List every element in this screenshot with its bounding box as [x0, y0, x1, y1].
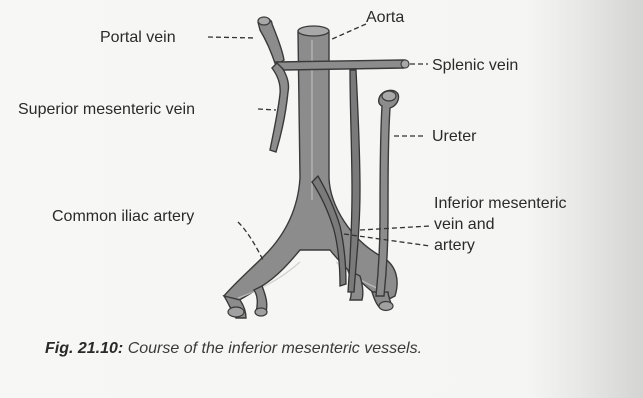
ureter-opening — [382, 91, 396, 101]
superior-mesenteric-vein-vessel — [270, 62, 289, 152]
leader-common-iliac-artery — [238, 222, 264, 262]
portal-vein-opening — [258, 17, 270, 25]
label-splenic-vein: Splenic vein — [432, 57, 518, 74]
caption-prefix: Fig. 21.10: — [45, 340, 123, 357]
leader-superior-mesenteric-vein — [258, 109, 276, 110]
label-aorta: Aorta — [366, 9, 404, 26]
label-superior-mesenteric-vein: Superior mesenteric vein — [18, 101, 195, 118]
label-portal-vein: Portal vein — [100, 29, 176, 46]
caption-text: Course of the inferior mesenteric vessel… — [128, 340, 422, 357]
leader-portal-vein — [208, 37, 256, 38]
left-iliac-opening — [228, 307, 244, 317]
label-inferior-mesenteric-line1: Inferior mesenteric — [434, 195, 567, 212]
label-ureter: Ureter — [432, 128, 477, 145]
label-inferior-mesenteric-line3: artery — [434, 237, 475, 254]
right-iliac-opening — [379, 302, 393, 311]
leader-inferior-mesenteric-vein — [360, 226, 430, 230]
splenic-vein-end — [401, 60, 409, 68]
label-inferior-mesenteric-line2: vein and — [434, 216, 495, 233]
portal-vein-vessel — [258, 18, 284, 66]
label-common-iliac-artery: Common iliac artery — [52, 208, 194, 225]
figure-caption: Fig. 21.10: Course of the inferior mesen… — [45, 340, 605, 358]
leader-aorta — [330, 24, 366, 40]
aorta-top-opening — [298, 26, 329, 36]
left-iliac-branch-opening — [255, 308, 267, 316]
splenic-vein-vessel — [276, 60, 409, 70]
